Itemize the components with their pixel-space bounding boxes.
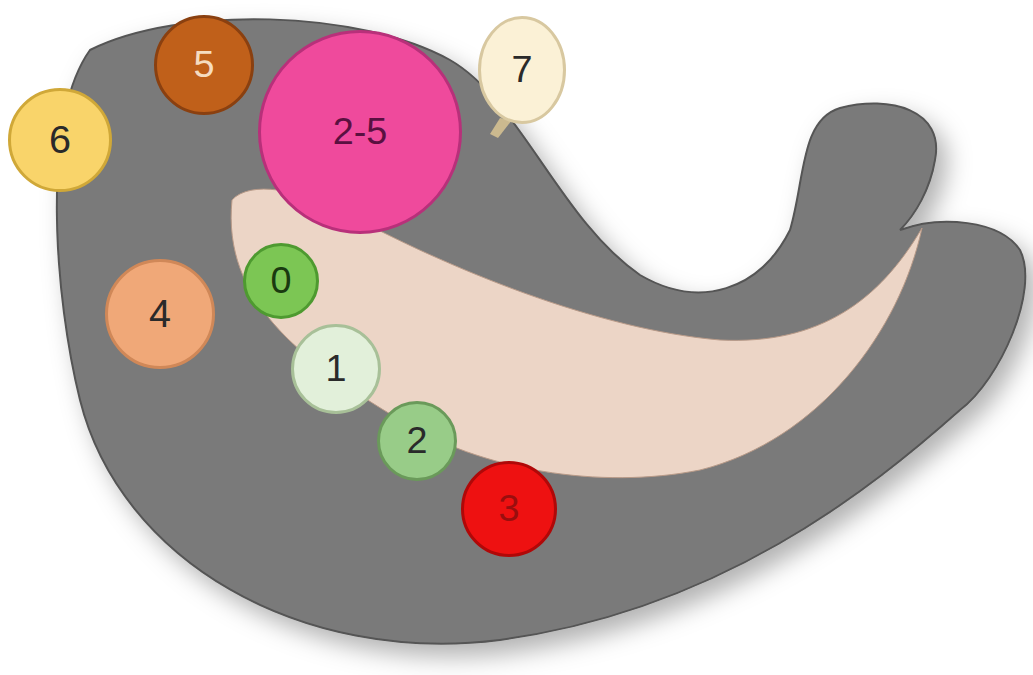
- fibroid-circle: 0: [243, 243, 319, 319]
- callout-number: 5: [154, 46, 254, 84]
- fibroid-circle: 2: [377, 401, 457, 481]
- callout-number: 2-5: [258, 113, 462, 151]
- callout-number: 3: [461, 490, 557, 528]
- fibroid-circle: 6: [8, 88, 112, 192]
- fibroid-circle: 2-5: [258, 30, 462, 234]
- fibroid-circle: 4: [105, 259, 215, 369]
- fibroid-circle: 3: [461, 461, 557, 557]
- callout-number: 4: [105, 294, 215, 334]
- callout-number: 1: [291, 350, 381, 388]
- fibroid-circle: 5: [154, 15, 254, 115]
- callout-number: 2: [377, 422, 457, 460]
- callout-number: 0: [243, 262, 319, 300]
- callout-number: 7: [478, 51, 566, 89]
- fibroid-circle: 7: [478, 16, 566, 124]
- uterine-cavity: [231, 189, 922, 478]
- callout-number: 6: [8, 120, 112, 160]
- fibroid-circle: 1: [291, 324, 381, 414]
